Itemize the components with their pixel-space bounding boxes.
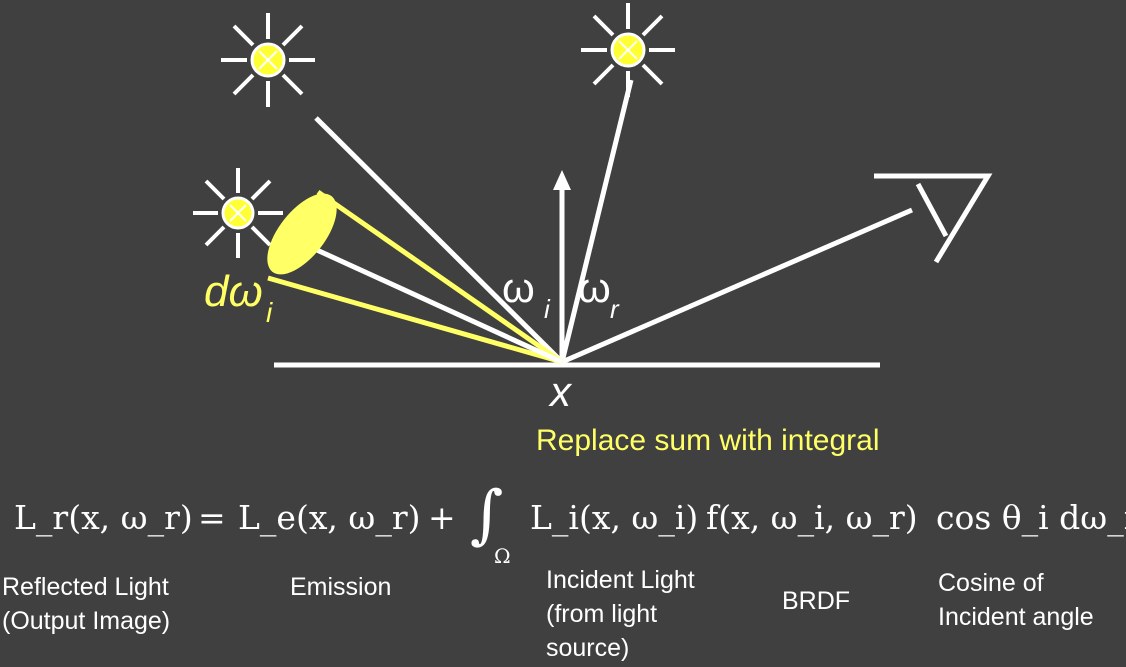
caption-incident: Incident Light (from light source) — [546, 566, 695, 662]
solid-angle-cone — [267, 189, 564, 365]
point-x-label: x — [548, 368, 573, 415]
equation-incident: L_i(x, ω_i) — [530, 498, 699, 537]
caption-brdf: BRDF — [782, 587, 851, 615]
caption-cosine: Cosine of Incident angle — [938, 569, 1094, 631]
caption-reflected: Reflected Light (Output Image) — [2, 573, 171, 635]
rendering-equation-diagram: dω i ω i ω r x — [193, 3, 993, 415]
equation-cosine: cos θ_i dω_i — [936, 498, 1126, 537]
reflected-ray — [561, 207, 913, 365]
replace-sum-note: Replace sum with integral — [536, 424, 880, 457]
d-omega-label: dω — [204, 267, 263, 316]
sun-icon — [193, 168, 283, 258]
normal-arrowhead — [553, 170, 571, 190]
sun-icon — [221, 13, 315, 107]
d-omega-subscript: i — [266, 297, 273, 328]
equation-emission: L_e(x, ω_r) — [238, 498, 421, 537]
integral-sign: ∫ — [470, 478, 504, 552]
omega-i-label: ω — [502, 264, 535, 311]
rendering-equation: L_r(x, ω_r) = L_e(x, ω_r) + ∫ Ω L_i(x, ω… — [0, 478, 1126, 568]
equation-brdf: f(x, ω_i, ω_r) — [706, 498, 918, 537]
eye-icon — [874, 173, 993, 264]
incident-ray-1 — [314, 116, 564, 364]
equation-plus: + — [428, 498, 456, 537]
omega-i-subscript: i — [544, 294, 551, 324]
omega-r-label: ω — [578, 264, 611, 311]
caption-emission: Emission — [290, 573, 392, 601]
equation-lhs: L_r(x, ω_r) — [14, 498, 193, 537]
omega-r-subscript: r — [610, 294, 620, 324]
equation-equals: = — [198, 498, 226, 537]
integral-domain: Ω — [494, 544, 511, 568]
incident-ray-2 — [559, 79, 634, 363]
